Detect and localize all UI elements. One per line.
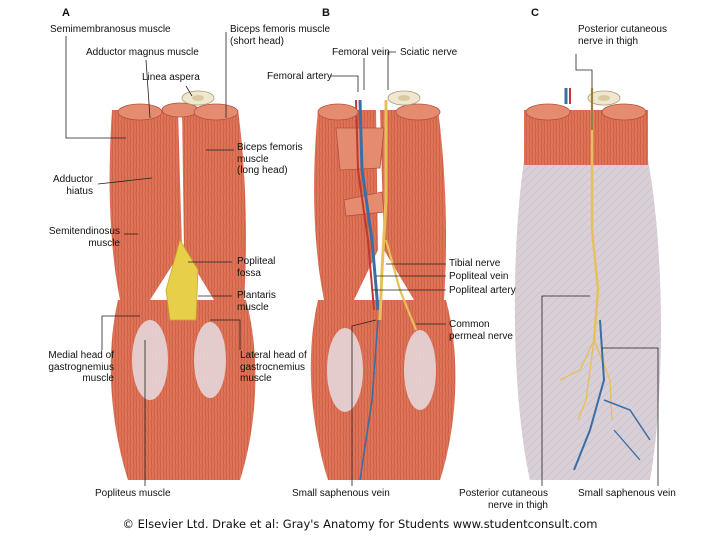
label-small-saphenous-b: Small saphenous vein — [292, 488, 390, 499]
label-linea-aspera: Linea aspera — [142, 72, 200, 83]
femur-a-marrow — [192, 95, 204, 101]
label-popliteus: Popliteus muscle — [95, 488, 171, 499]
leader-femoral-artery — [330, 75, 359, 92]
nerve-branch-c-1 — [559, 339, 595, 381]
label-plantaris: Plantaris muscle — [237, 290, 276, 313]
popliteal-vein-b — [358, 99, 380, 311]
label-adductor-hiatus: Adductor hiatus — [52, 174, 93, 197]
label-small-saphenous-c: Small saphenous vein — [578, 488, 676, 499]
leader-medial-gastrocnemius — [101, 315, 140, 350]
leader-lines — [65, 32, 659, 486]
leader-linea-aspera — [185, 85, 193, 97]
femur-b-marrow — [398, 95, 410, 101]
posterior-cutaneous-nerve-c — [590, 88, 600, 341]
leader-posterior-cutaneous-bottom — [541, 295, 590, 486]
panel-b-illustration — [310, 90, 456, 481]
label-biceps-short: Biceps femoris muscle (short head) — [230, 24, 331, 47]
label-common-peroneal: Common permeal nerve — [449, 319, 513, 342]
copyright-credit: © Elsevier Ltd. Drake et al: Gray's Anat… — [122, 517, 598, 531]
gastrocnemius-tendon-lateral-a — [194, 322, 226, 398]
thigh-a-medial — [109, 110, 182, 300]
cut-muscle-b-2 — [395, 103, 441, 121]
vein-branch-c-1 — [603, 399, 651, 441]
popliteal-artery-b — [355, 99, 375, 311]
label-popliteal-artery: Popliteal artery — [449, 285, 516, 296]
cut-muscle-a-3 — [193, 103, 239, 121]
leader-adductor-hiatus — [97, 177, 153, 185]
leader-semimembranosus — [65, 36, 126, 139]
cut-muscle-a-1 — [117, 103, 163, 121]
gastrocnemius-tendon-medial-a — [132, 320, 168, 400]
panel-a-illustration — [109, 90, 256, 480]
label-biceps-long: Biceps femoris muscle (long head) — [237, 142, 303, 176]
leader-small-saphenous-b — [351, 319, 377, 486]
leg-a-gastrocnemius — [110, 300, 256, 480]
cut-muscle-c-2 — [601, 103, 647, 121]
label-femoral-artery: Femoral artery — [267, 71, 333, 82]
label-semimembranosus: Semimembranosus muscle — [50, 24, 171, 35]
nerve-branch-c-3 — [577, 339, 595, 421]
small-saphenous-vein-c — [573, 319, 606, 471]
thigh-a-lateral — [182, 110, 246, 300]
label-medial-gastrocnemius: Medial head of gastrognemius muscle — [48, 350, 114, 384]
label-posterior-cutaneous-top: Posterior cutaneous nerve in thigh — [578, 24, 667, 47]
leader-sciatic-nerve — [387, 51, 396, 90]
femur-c-marrow — [598, 95, 610, 101]
panel-letter-b: B — [322, 7, 330, 19]
label-lateral-gastrocnemius: Lateral head of gastrocnemius muscle — [240, 350, 307, 384]
nerve-branch-c-2 — [593, 339, 613, 421]
panel-letter-a: A — [62, 7, 70, 19]
label-adductor-magnus: Adductor magnus muscle — [86, 47, 199, 58]
leg-c-fascia — [514, 160, 661, 480]
label-posterior-cutaneous-bottom: Posterior cutaneous nerve in thigh — [459, 488, 548, 511]
gastrocnemius-tendon-lateral-b — [404, 330, 436, 410]
tibial-nerve-b — [378, 100, 388, 321]
label-popliteal-fossa: Popliteal fossa — [237, 256, 276, 279]
gastrocnemius-tendon-medial-b — [327, 328, 363, 412]
cut-muscle-c-1 — [525, 103, 571, 121]
label-semitendinosus: Semitendinosus muscle — [48, 226, 120, 249]
cut-muscle-a-2 — [161, 102, 199, 118]
leader-lateral-gastrocnemius — [210, 319, 241, 350]
panel-letter-c: C — [531, 7, 539, 19]
leader-adductor-magnus — [145, 59, 151, 119]
popliteal-fossa-fat-a — [165, 238, 199, 321]
panel-c-illustration — [514, 88, 661, 480]
cut-muscle-b-1 — [317, 103, 359, 121]
label-popliteal-vein: Popliteal vein — [449, 271, 509, 282]
label-tibial-nerve: Tibial nerve — [449, 258, 501, 269]
label-sciatic-nerve: Sciatic nerve — [400, 47, 458, 58]
vein-branch-c-2 — [613, 429, 641, 461]
thigh-b-lateral — [380, 110, 446, 300]
leader-posterior-cutaneous-top — [575, 54, 593, 130]
label-femoral-vein: Femoral vein — [332, 47, 390, 58]
small-saphenous-vein-b — [359, 319, 379, 481]
thigh-c-muscle — [524, 110, 648, 165]
leader-small-saphenous-c — [602, 347, 659, 486]
